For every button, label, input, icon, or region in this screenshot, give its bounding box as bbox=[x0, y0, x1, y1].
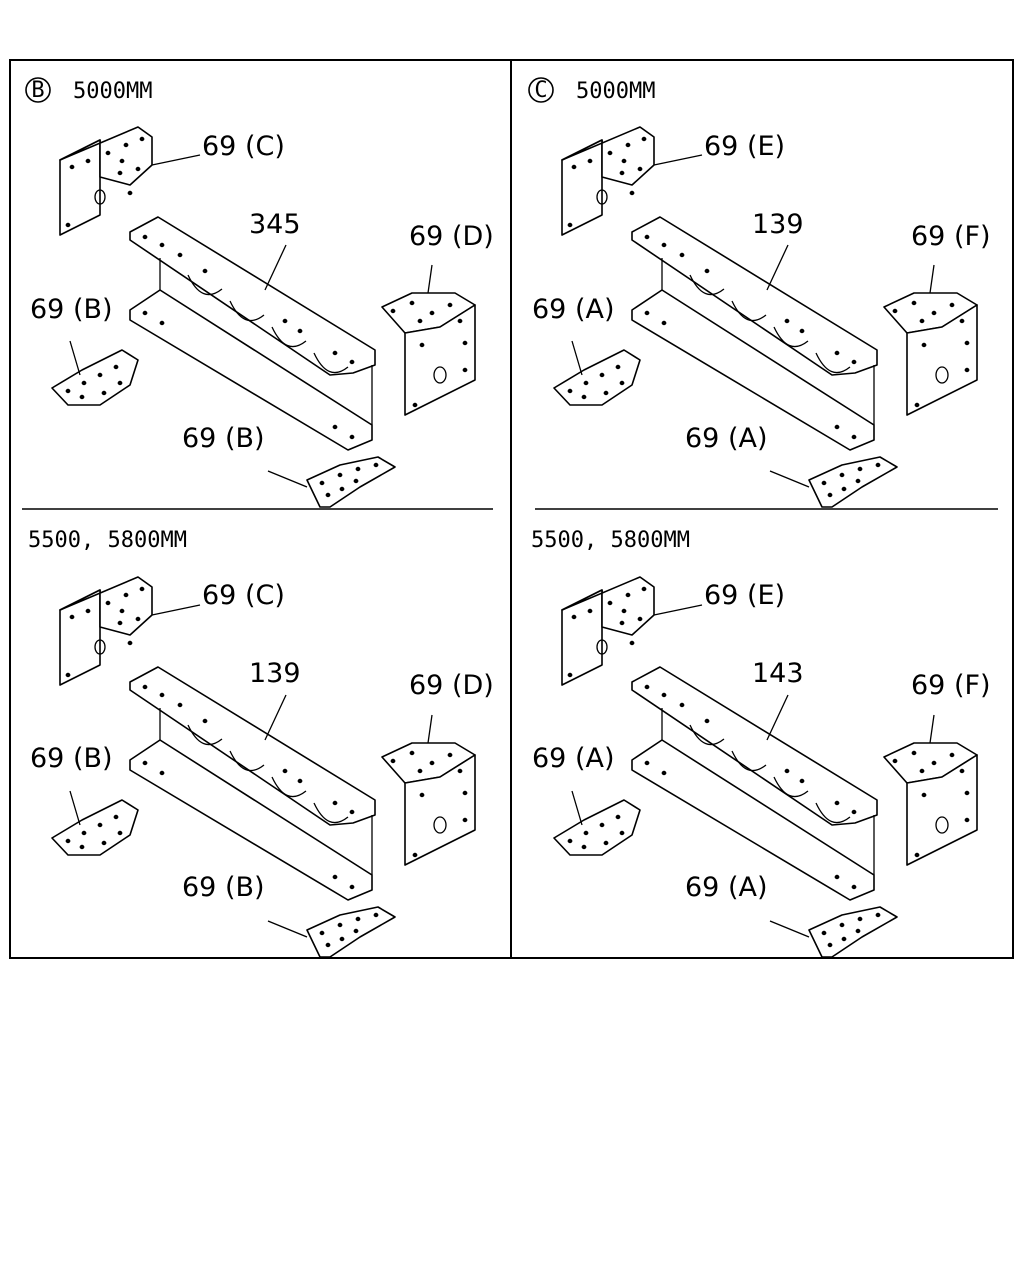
label-left: 69 (A) bbox=[532, 294, 614, 325]
label-beam: 345 bbox=[249, 209, 301, 240]
panel-title: 5000MM bbox=[576, 79, 655, 104]
panel-title: 5500, 5800MM bbox=[531, 528, 690, 553]
label-right: 69 (D) bbox=[409, 670, 494, 701]
label-bottom: 69 (A) bbox=[685, 872, 767, 903]
panel-title: 5500, 5800MM bbox=[28, 528, 187, 553]
label-right: 69 (F) bbox=[911, 670, 991, 701]
panel-c-5000: C 5000MM 69 (E) 139 69 (F) 69 (A) 69 (A) bbox=[528, 77, 991, 508]
label-beam: 139 bbox=[752, 209, 804, 240]
badge-circle bbox=[528, 77, 554, 103]
panel-b-5000: B 5000MM 69 (C) 345 69 (D) 69 (B) 69 (B) bbox=[25, 77, 494, 508]
label-beam: 143 bbox=[752, 658, 804, 689]
panel-badge: C bbox=[534, 78, 547, 103]
label-left: 69 (A) bbox=[532, 743, 614, 774]
label-top-left: 69 (C) bbox=[202, 580, 285, 611]
label-top-left: 69 (C) bbox=[202, 131, 285, 162]
label-right: 69 (F) bbox=[911, 221, 991, 252]
label-bottom: 69 (B) bbox=[182, 872, 265, 903]
label-beam: 139 bbox=[249, 658, 301, 689]
label-bottom: 69 (A) bbox=[685, 423, 767, 454]
panel-title: 5000MM bbox=[73, 79, 152, 104]
panel-5500-5800-left: 5500, 5800MM 69 (C) 139 69 (D) 69 (B) 69… bbox=[28, 528, 494, 958]
badge-circle bbox=[25, 77, 51, 103]
label-top-left: 69 (E) bbox=[704, 580, 785, 611]
label-top-left: 69 (E) bbox=[704, 131, 785, 162]
label-left: 69 (B) bbox=[30, 294, 113, 325]
panel-badge: B bbox=[31, 78, 44, 103]
label-left: 69 (B) bbox=[30, 743, 113, 774]
panel-5500-5800-right: 5500, 5800MM 69 (E) 143 69 (F) 69 (A) 69… bbox=[531, 528, 991, 958]
label-right: 69 (D) bbox=[409, 221, 494, 252]
label-bottom: 69 (B) bbox=[182, 423, 265, 454]
